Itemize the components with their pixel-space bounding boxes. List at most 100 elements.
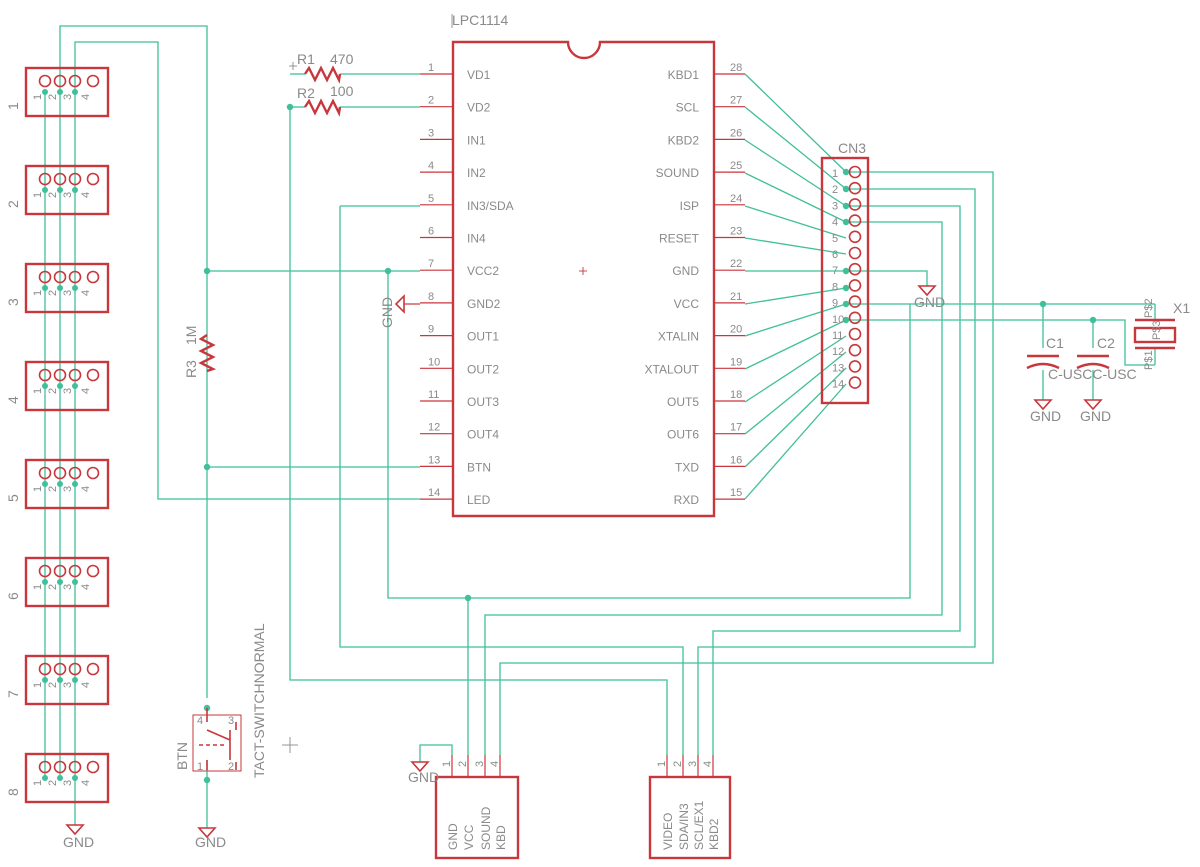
- cn3-pin-hole: [848, 360, 862, 373]
- ic-pin-number: 25: [730, 160, 742, 172]
- capacitor-values: C-USCC-USC: [1048, 366, 1137, 382]
- header-body: [24, 654, 110, 706]
- header-pin-hole: [38, 74, 52, 88]
- connector-pin-number: 1: [656, 761, 668, 767]
- header-pin-hole: [38, 466, 52, 480]
- header-pin-number: 2: [47, 486, 59, 492]
- headers-gnd-label: GND: [63, 834, 94, 850]
- header-body: [24, 752, 110, 804]
- header-label: 8: [5, 788, 21, 796]
- r2-name: R2: [297, 85, 315, 101]
- connector-a-gnd-label: GND: [408, 769, 439, 785]
- ic-pin-number: 3: [428, 127, 434, 139]
- cn3-gnd-label: GND: [914, 294, 945, 310]
- ic-pin-name: ISP: [680, 199, 699, 213]
- cn3-pin-hole: [848, 327, 862, 341]
- ic-pin-name: XTALIN: [658, 330, 699, 344]
- cn3-pin-number: 11: [832, 330, 843, 342]
- ic-right-pins: 28KBD127SCL26KBD225SOUND24ISP23RESET22GN…: [645, 62, 745, 507]
- ic-pin-name: OUT2: [467, 362, 499, 376]
- ic-pin-name: IN3/SDA: [467, 199, 514, 213]
- header-junction: [42, 775, 48, 781]
- header-pin-number: 1: [32, 486, 44, 492]
- resistor-r1: R1 470: [289, 51, 354, 84]
- ic-pin-name: RXD: [674, 493, 700, 507]
- header-label: 5: [5, 494, 21, 502]
- gnd2-ground-icon: GND: [379, 294, 420, 328]
- cn3-pin-number: 3: [832, 200, 838, 212]
- connector-pin-number: 2: [457, 761, 469, 767]
- ic-pin-number: 5: [428, 193, 434, 205]
- cn3-pin-hole: [848, 311, 862, 325]
- ic-pin-number: 20: [730, 324, 742, 336]
- header-junction: [72, 383, 78, 389]
- ic-pin-number: 4: [428, 160, 434, 172]
- btn-pin3: 3: [228, 715, 234, 727]
- ic-pin-number: 27: [730, 95, 742, 107]
- header-junction: [57, 677, 63, 683]
- header-pin-hole: [53, 662, 67, 676]
- header-pin-hole: [53, 74, 67, 88]
- connector-pin-label: KBD: [494, 825, 508, 850]
- header-pin-hole: [86, 74, 100, 88]
- cn3-pin-number: 4: [832, 217, 838, 229]
- header-pin-number: 4: [80, 192, 92, 198]
- cn3-pin-number: 2: [832, 184, 838, 196]
- header-pin-number: 3: [62, 486, 74, 492]
- header-pin-hole: [68, 760, 82, 774]
- header-label: 4: [5, 396, 21, 404]
- ic-pin-number: 28: [730, 62, 742, 74]
- ic-pin-name: RESET: [659, 232, 700, 246]
- connector-pin-label: KBD2: [707, 818, 721, 850]
- header-pin-number: 2: [47, 682, 59, 688]
- header-label: 3: [5, 298, 21, 306]
- cn3-pin-hole: [848, 262, 862, 276]
- r1-name: R1: [297, 51, 315, 67]
- header-body: [24, 262, 110, 314]
- header-pin-hole: [68, 466, 82, 480]
- ic-pin-name: XTALOUT: [645, 362, 700, 376]
- header-junction: [72, 775, 78, 781]
- header-junction: [57, 285, 63, 291]
- ic-pin-name: TXD: [675, 460, 699, 474]
- btn-pin4: 4: [197, 715, 203, 727]
- ic-pin-name: IN4: [467, 232, 486, 246]
- header-pin-number: 4: [80, 584, 92, 590]
- header-junction: [57, 775, 63, 781]
- ic-pin-number: 16: [730, 454, 742, 466]
- header-pin-hole: [53, 760, 67, 774]
- x1-pin1: P$1: [1143, 350, 1155, 370]
- ic-pin-name: KBD1: [668, 68, 700, 82]
- cn3-pin-number: 10: [832, 314, 844, 326]
- btn-pin1: 1: [197, 761, 203, 773]
- crystal-x1: X1 P$2 P$3 P$1: [1133, 298, 1190, 370]
- header-pin-number: 3: [62, 780, 74, 786]
- cn3-pin-hole: [848, 198, 862, 211]
- header-pin-number: 2: [47, 584, 59, 590]
- switch-btn: 4 3 1 2 BTN TACT-SWITCHNORMAL: [174, 623, 267, 778]
- header-junction: [42, 481, 48, 487]
- ic-name: LPC1114: [452, 12, 509, 28]
- header-pin-number: 4: [80, 94, 92, 100]
- connector-pin-number: 3: [687, 761, 699, 767]
- cn3-pin-hole: [848, 295, 862, 308]
- connector-pin-number: 4: [702, 761, 714, 767]
- cn3-pin-hole: [848, 165, 862, 179]
- header-pin-number: 3: [62, 388, 74, 394]
- x1-pin3: P$3: [1151, 320, 1163, 340]
- ic-pin-number: 21: [730, 291, 742, 303]
- resistor-r3: R3 1M: [183, 326, 217, 378]
- header-pin-number: 1: [32, 682, 44, 688]
- header-pin-number: 1: [32, 388, 44, 394]
- header-junction: [57, 383, 63, 389]
- header-pin-hole: [38, 270, 52, 284]
